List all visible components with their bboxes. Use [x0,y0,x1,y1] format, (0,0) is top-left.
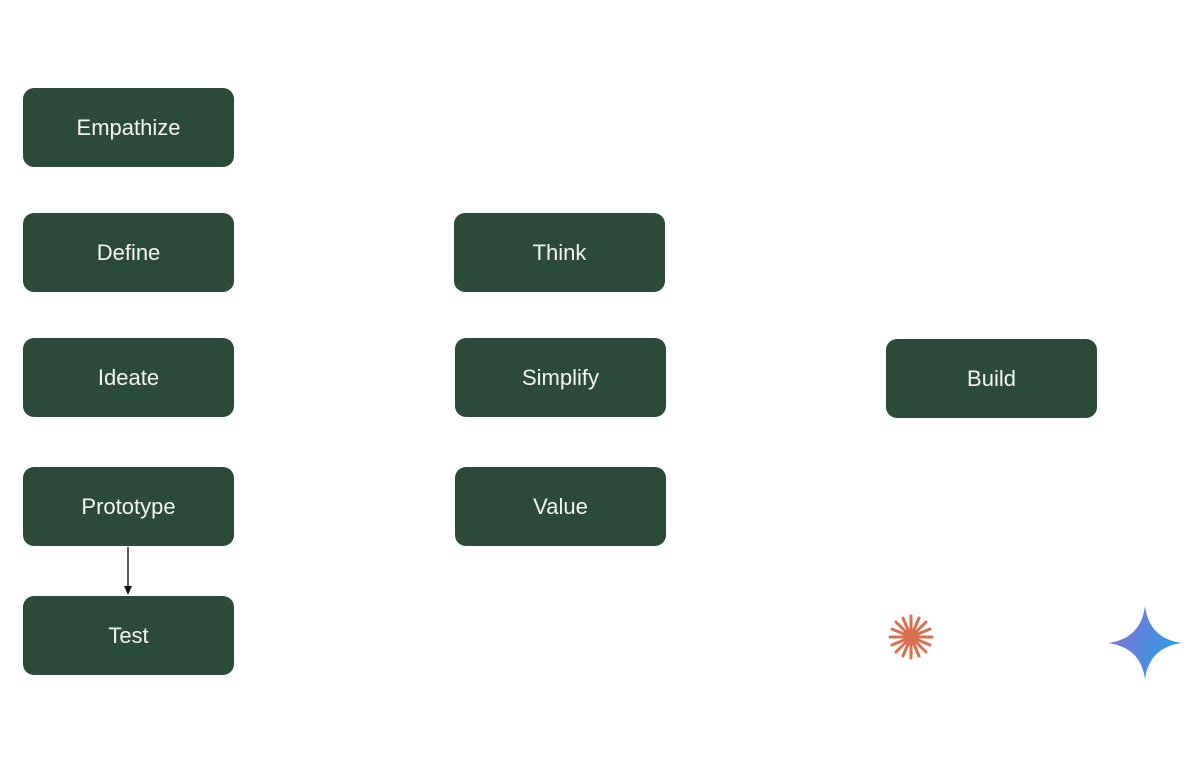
asterisk-icon [888,614,934,660]
node-label: Value [533,493,588,519]
node-label: Think [532,239,587,265]
node-label: Empathize [76,114,181,140]
node-prototype[interactable]: Prototype [23,467,234,546]
sparkle-icon [1108,606,1182,679]
node-label: Simplify [521,364,599,390]
node-build[interactable]: Build [886,339,1097,418]
node-value[interactable]: Value [455,467,666,546]
node-think[interactable]: Think [454,213,665,292]
node-define[interactable]: Define [23,213,234,292]
node-ideate[interactable]: Ideate [23,338,234,417]
arrowhead-icon [124,586,132,595]
node-label: Define [96,239,161,265]
node-label: Ideate [97,364,160,390]
edge-prototype-to-test [124,547,132,595]
node-label: Test [108,622,149,648]
node-empathize[interactable]: Empathize [23,88,234,167]
node-simplify[interactable]: Simplify [455,338,666,417]
node-test[interactable]: Test [23,596,234,675]
node-label: Prototype [81,493,176,519]
node-label: Build [967,365,1016,391]
